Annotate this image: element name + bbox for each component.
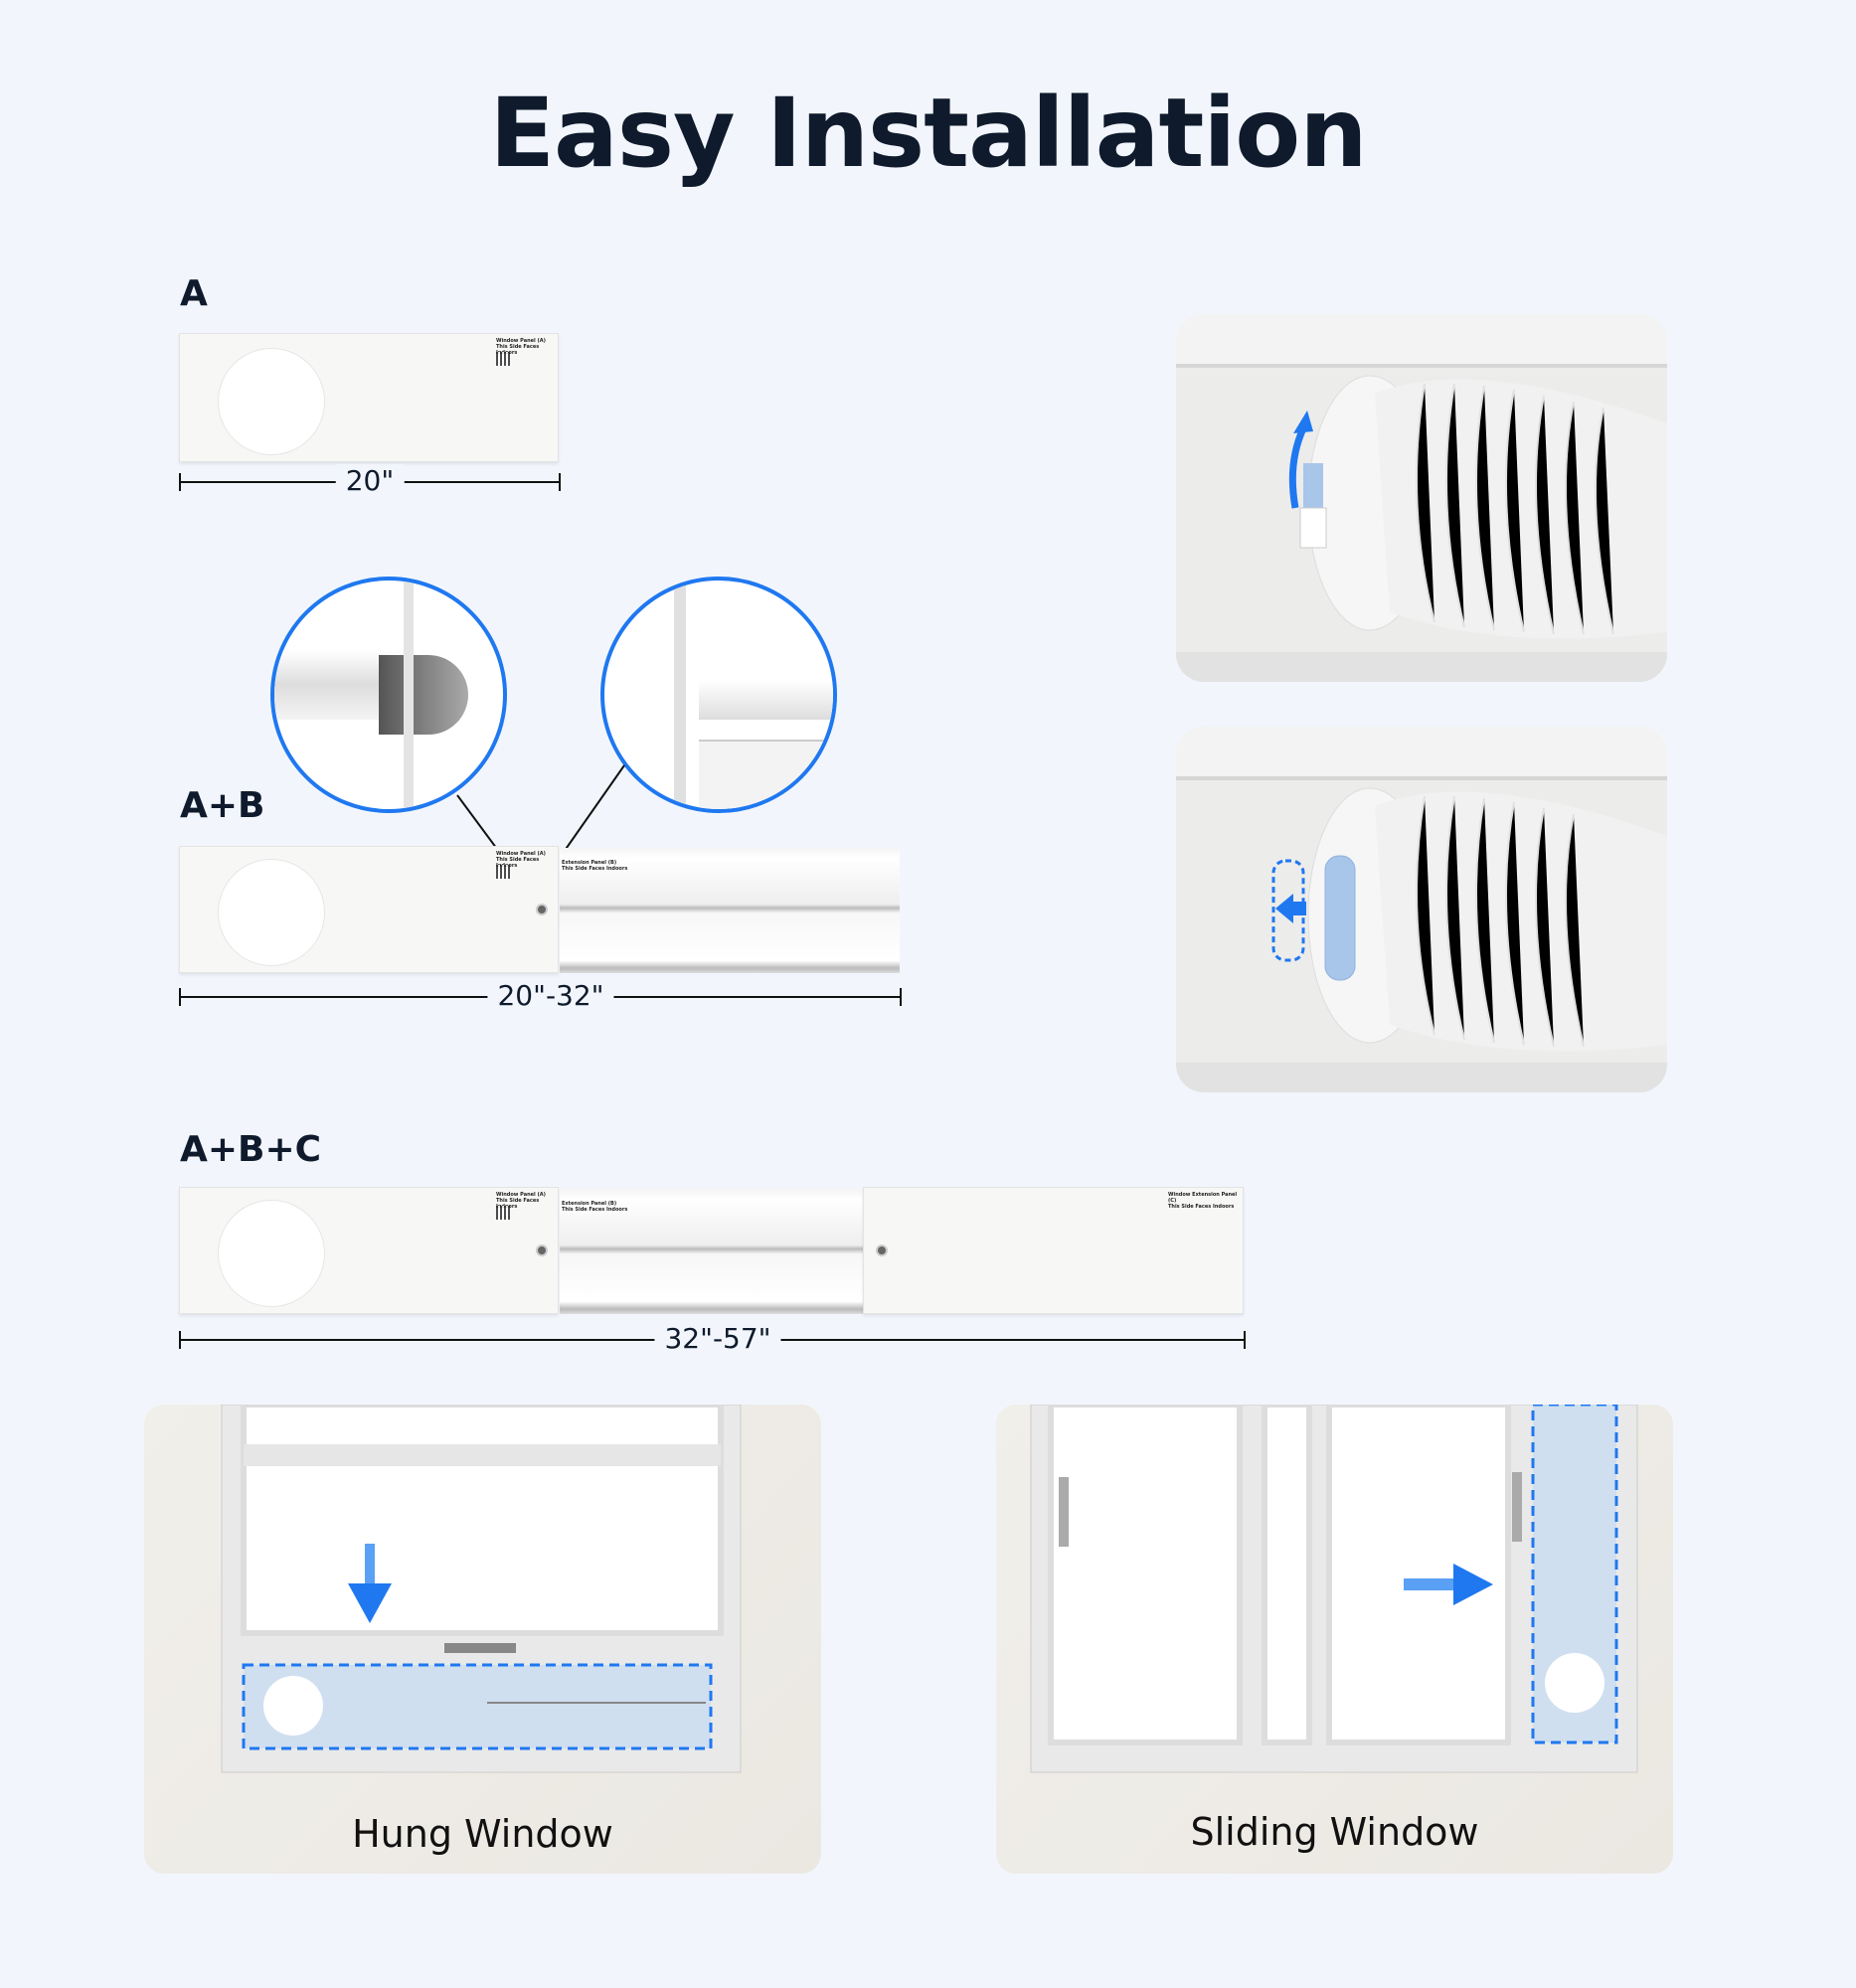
- hose-twist-photo: [1176, 314, 1667, 682]
- hung-window-label: Hung Window: [352, 1812, 613, 1856]
- dimension-abc: 32"-57": [654, 1322, 781, 1355]
- panel-b-sub: This Side Faces Indoors: [562, 866, 628, 872]
- extension-panel-b: Extension Panel (B)This Side Faces Indoo…: [560, 1189, 863, 1314]
- panel-b-title: Extension Panel (B): [562, 1201, 617, 1207]
- panel-c-text: Window Extension Panel (C)This Side Face…: [1168, 1192, 1243, 1210]
- screw-icon: [536, 904, 548, 915]
- config-label-a: A: [180, 273, 208, 314]
- screw-icon: [876, 1244, 888, 1256]
- config-label-ab: A+B: [180, 785, 265, 826]
- hose-hole: [218, 348, 325, 455]
- screw-icon: [536, 1244, 548, 1256]
- rotate-arrow-icon: [1288, 426, 1307, 509]
- qr-code-icon: [496, 352, 510, 366]
- qr-code-icon: [496, 865, 510, 879]
- panel-a-title: Window Panel (A): [496, 338, 546, 344]
- extension-panel-b: Extension Panel (B)This Side Faces Indoo…: [560, 848, 900, 973]
- detail-zoom-rail: [600, 577, 837, 813]
- hose-hole: [218, 1200, 325, 1307]
- arrow-left-icon: [1275, 894, 1293, 923]
- arrow-down-icon: [348, 1583, 392, 1623]
- window-panel-a: Window Panel (A)This Side Faces Indoors: [179, 333, 559, 462]
- panel-b-text: Extension Panel (B)This Side Faces Indoo…: [562, 1201, 627, 1213]
- sliding-window-label: Sliding Window: [1190, 1810, 1479, 1854]
- panel-a-title: Window Panel (A): [496, 851, 546, 857]
- panel-a-title: Window Panel (A): [496, 1192, 546, 1198]
- panel-c-title: Window Extension Panel (C): [1168, 1192, 1238, 1204]
- arrow-right-icon: [1453, 1564, 1493, 1605]
- extension-panel-c: Window Extension Panel (C)This Side Face…: [863, 1187, 1244, 1314]
- hose-clip-photo: [1176, 727, 1667, 1092]
- dimension-line-ab: 20"-32": [179, 979, 902, 1012]
- panel-b-title: Extension Panel (B): [562, 860, 617, 866]
- hung-window-card: Hung Window: [144, 1405, 821, 1874]
- window-panel-a: Window Panel (A)This Side Faces Indoors: [179, 1187, 559, 1314]
- config-label-abc: A+B+C: [180, 1129, 322, 1170]
- hose-hole: [218, 859, 325, 966]
- dimension-ab: 20"-32": [487, 979, 614, 1012]
- panel-b-sub: This Side Faces Indoors: [562, 1207, 628, 1213]
- detail-zoom-slot: [270, 577, 507, 813]
- dimension-a: 20": [335, 464, 405, 497]
- page-title: Easy Installation: [489, 78, 1367, 189]
- panel-c-sub: This Side Faces Indoors: [1168, 1204, 1235, 1210]
- sliding-window-card: Sliding Window: [996, 1405, 1673, 1874]
- dimension-line-abc: 32"-57": [179, 1322, 1246, 1355]
- dimension-line-a: 20": [179, 464, 561, 497]
- window-panel-a: Window Panel (A)This Side Faces Indoors: [179, 846, 559, 973]
- qr-code-icon: [496, 1206, 510, 1220]
- panel-b-text: Extension Panel (B)This Side Faces Indoo…: [562, 860, 627, 872]
